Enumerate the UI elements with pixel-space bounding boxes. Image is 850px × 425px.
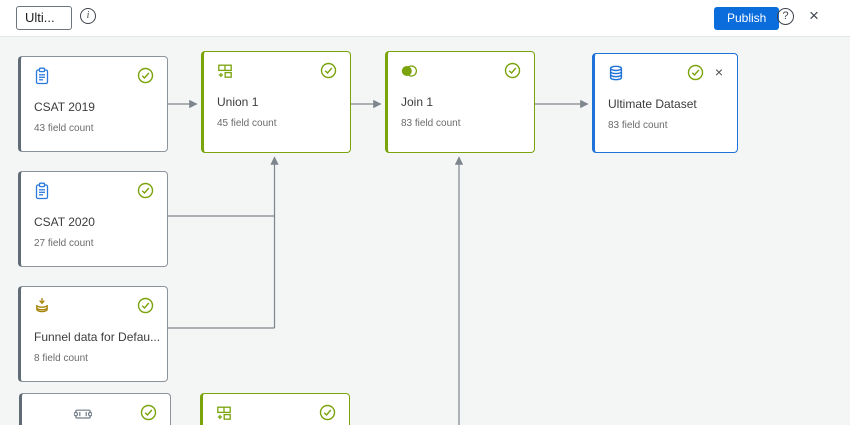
node-field-count: 8 field count	[34, 353, 88, 364]
check-circle-icon	[687, 64, 704, 81]
join-icon	[401, 65, 418, 77]
remove-node-icon[interactable]: ×	[714, 64, 724, 80]
node-field-count: 45 field count	[217, 118, 277, 129]
check-circle-icon	[137, 67, 154, 84]
check-circle-icon	[319, 404, 336, 421]
node-title: Union 1	[217, 95, 259, 109]
node-title: CSAT 2020	[34, 215, 95, 229]
node-title: Funnel data for Defau...	[34, 330, 161, 344]
toolbar: Ulti... i Publish ? ×	[0, 0, 850, 37]
funnel-icon	[36, 298, 48, 313]
node-field-count: 83 field count	[401, 118, 461, 129]
node-title: CSAT 2019	[34, 100, 95, 114]
publish-button[interactable]: Publish	[714, 7, 780, 30]
node-title: Join 1	[401, 95, 434, 109]
info-icon[interactable]: i	[80, 8, 96, 24]
node-join-1[interactable]: Join 1 83 field count	[385, 51, 535, 153]
node-csat-2019[interactable]: CSAT 2019 43 field count	[18, 56, 168, 152]
close-icon[interactable]: ×	[809, 6, 819, 25]
node-union-1[interactable]: Union 1 45 field count	[201, 51, 351, 153]
node-union-2-partial[interactable]	[200, 393, 350, 425]
union-icon	[218, 64, 232, 78]
check-circle-icon	[320, 62, 337, 79]
union-icon	[217, 406, 231, 420]
connector-lines	[168, 99, 589, 425]
survey-icon	[35, 67, 49, 85]
node-title: Ultimate Dataset	[608, 97, 697, 111]
dataset-icon	[609, 65, 623, 81]
ticket-icon	[74, 409, 92, 419]
survey-icon	[35, 182, 49, 200]
node-funnel-data[interactable]: Funnel data for Defau... 8 field count	[18, 286, 168, 382]
check-circle-icon	[140, 404, 157, 421]
check-circle-icon	[137, 297, 154, 314]
node-csat-2020[interactable]: CSAT 2020 27 field count	[18, 171, 168, 267]
node-ticket-partial[interactable]	[19, 393, 171, 425]
node-field-count: 27 field count	[34, 238, 94, 249]
check-circle-icon	[504, 62, 521, 79]
node-ultimate-dataset[interactable]: × Ultimate Dataset 83 field count	[592, 53, 738, 153]
dataset-name-input[interactable]: Ulti...	[16, 6, 72, 30]
node-field-count: 83 field count	[608, 120, 668, 131]
node-field-count: 43 field count	[34, 123, 94, 134]
flow-canvas[interactable]: CSAT 2019 43 field count CSAT 2020 27 fi…	[0, 37, 850, 425]
help-icon[interactable]: ?	[777, 8, 794, 25]
check-circle-icon	[137, 182, 154, 199]
